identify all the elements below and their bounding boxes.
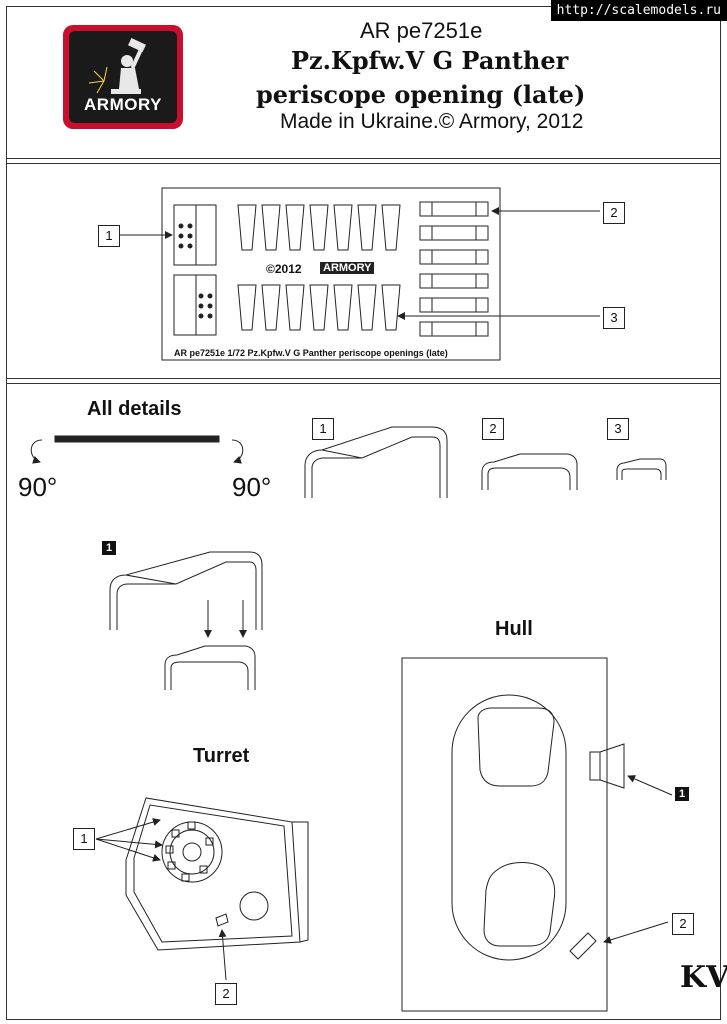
part-label-2: 2 [482, 418, 504, 440]
logo-wordmark: ARMORY [84, 95, 162, 114]
part-drawings [304, 426, 667, 498]
divider [6, 163, 721, 164]
title-line-2: periscope opening (late) [256, 80, 586, 109]
turret-callout-2: 2 [215, 983, 237, 1005]
sub-assembly-label: 1 [102, 541, 116, 555]
hull-drawing [401, 657, 673, 1012]
fret-callout-2: 2 [603, 202, 625, 224]
fret-brand: ARMORY [320, 262, 375, 274]
part-label-3: 3 [607, 418, 629, 440]
fret-callout-1: 1 [98, 225, 120, 247]
fret-callout-3: 3 [603, 307, 625, 329]
logo-background: ARMORY [69, 31, 177, 123]
divider [6, 383, 721, 384]
divider [6, 158, 721, 159]
hull-heading: Hull [495, 618, 533, 640]
blacksmith-icon [88, 37, 146, 94]
hull-callout-2: 2 [672, 913, 694, 935]
all-details-heading: All details [87, 398, 182, 420]
watermark-url[interactable]: http://scalemodels.ru [550, 0, 727, 21]
page-frame [6, 6, 721, 1020]
hull-callout-1: 1 [675, 787, 689, 801]
part-label-1: 1 [312, 418, 334, 440]
product-code: AR pe7251e [360, 18, 483, 43]
turret-drawing [95, 797, 309, 981]
fret-sheet [120, 187, 600, 361]
fret-caption: AR pe7251e 1/72 Pz.Kpfw.V G Panther peri… [174, 348, 448, 358]
fold-diagram [30, 435, 244, 464]
sub-assembly [109, 551, 263, 690]
turret-heading: Turret [193, 745, 250, 767]
armory-logo: ARMORY [63, 25, 183, 129]
angle-left: 90° [18, 472, 58, 502]
designer-signature: KV [680, 960, 727, 995]
divider [6, 378, 721, 379]
made-in-line: Made in Ukraine.© Armory, 2012 [280, 110, 584, 133]
angle-right: 90° [232, 472, 272, 502]
turret-callout-1: 1 [73, 828, 95, 850]
title-line-1: Pz.Kpfw.V G Panther [291, 46, 569, 75]
fret-copyright: ©2012 [266, 262, 302, 276]
